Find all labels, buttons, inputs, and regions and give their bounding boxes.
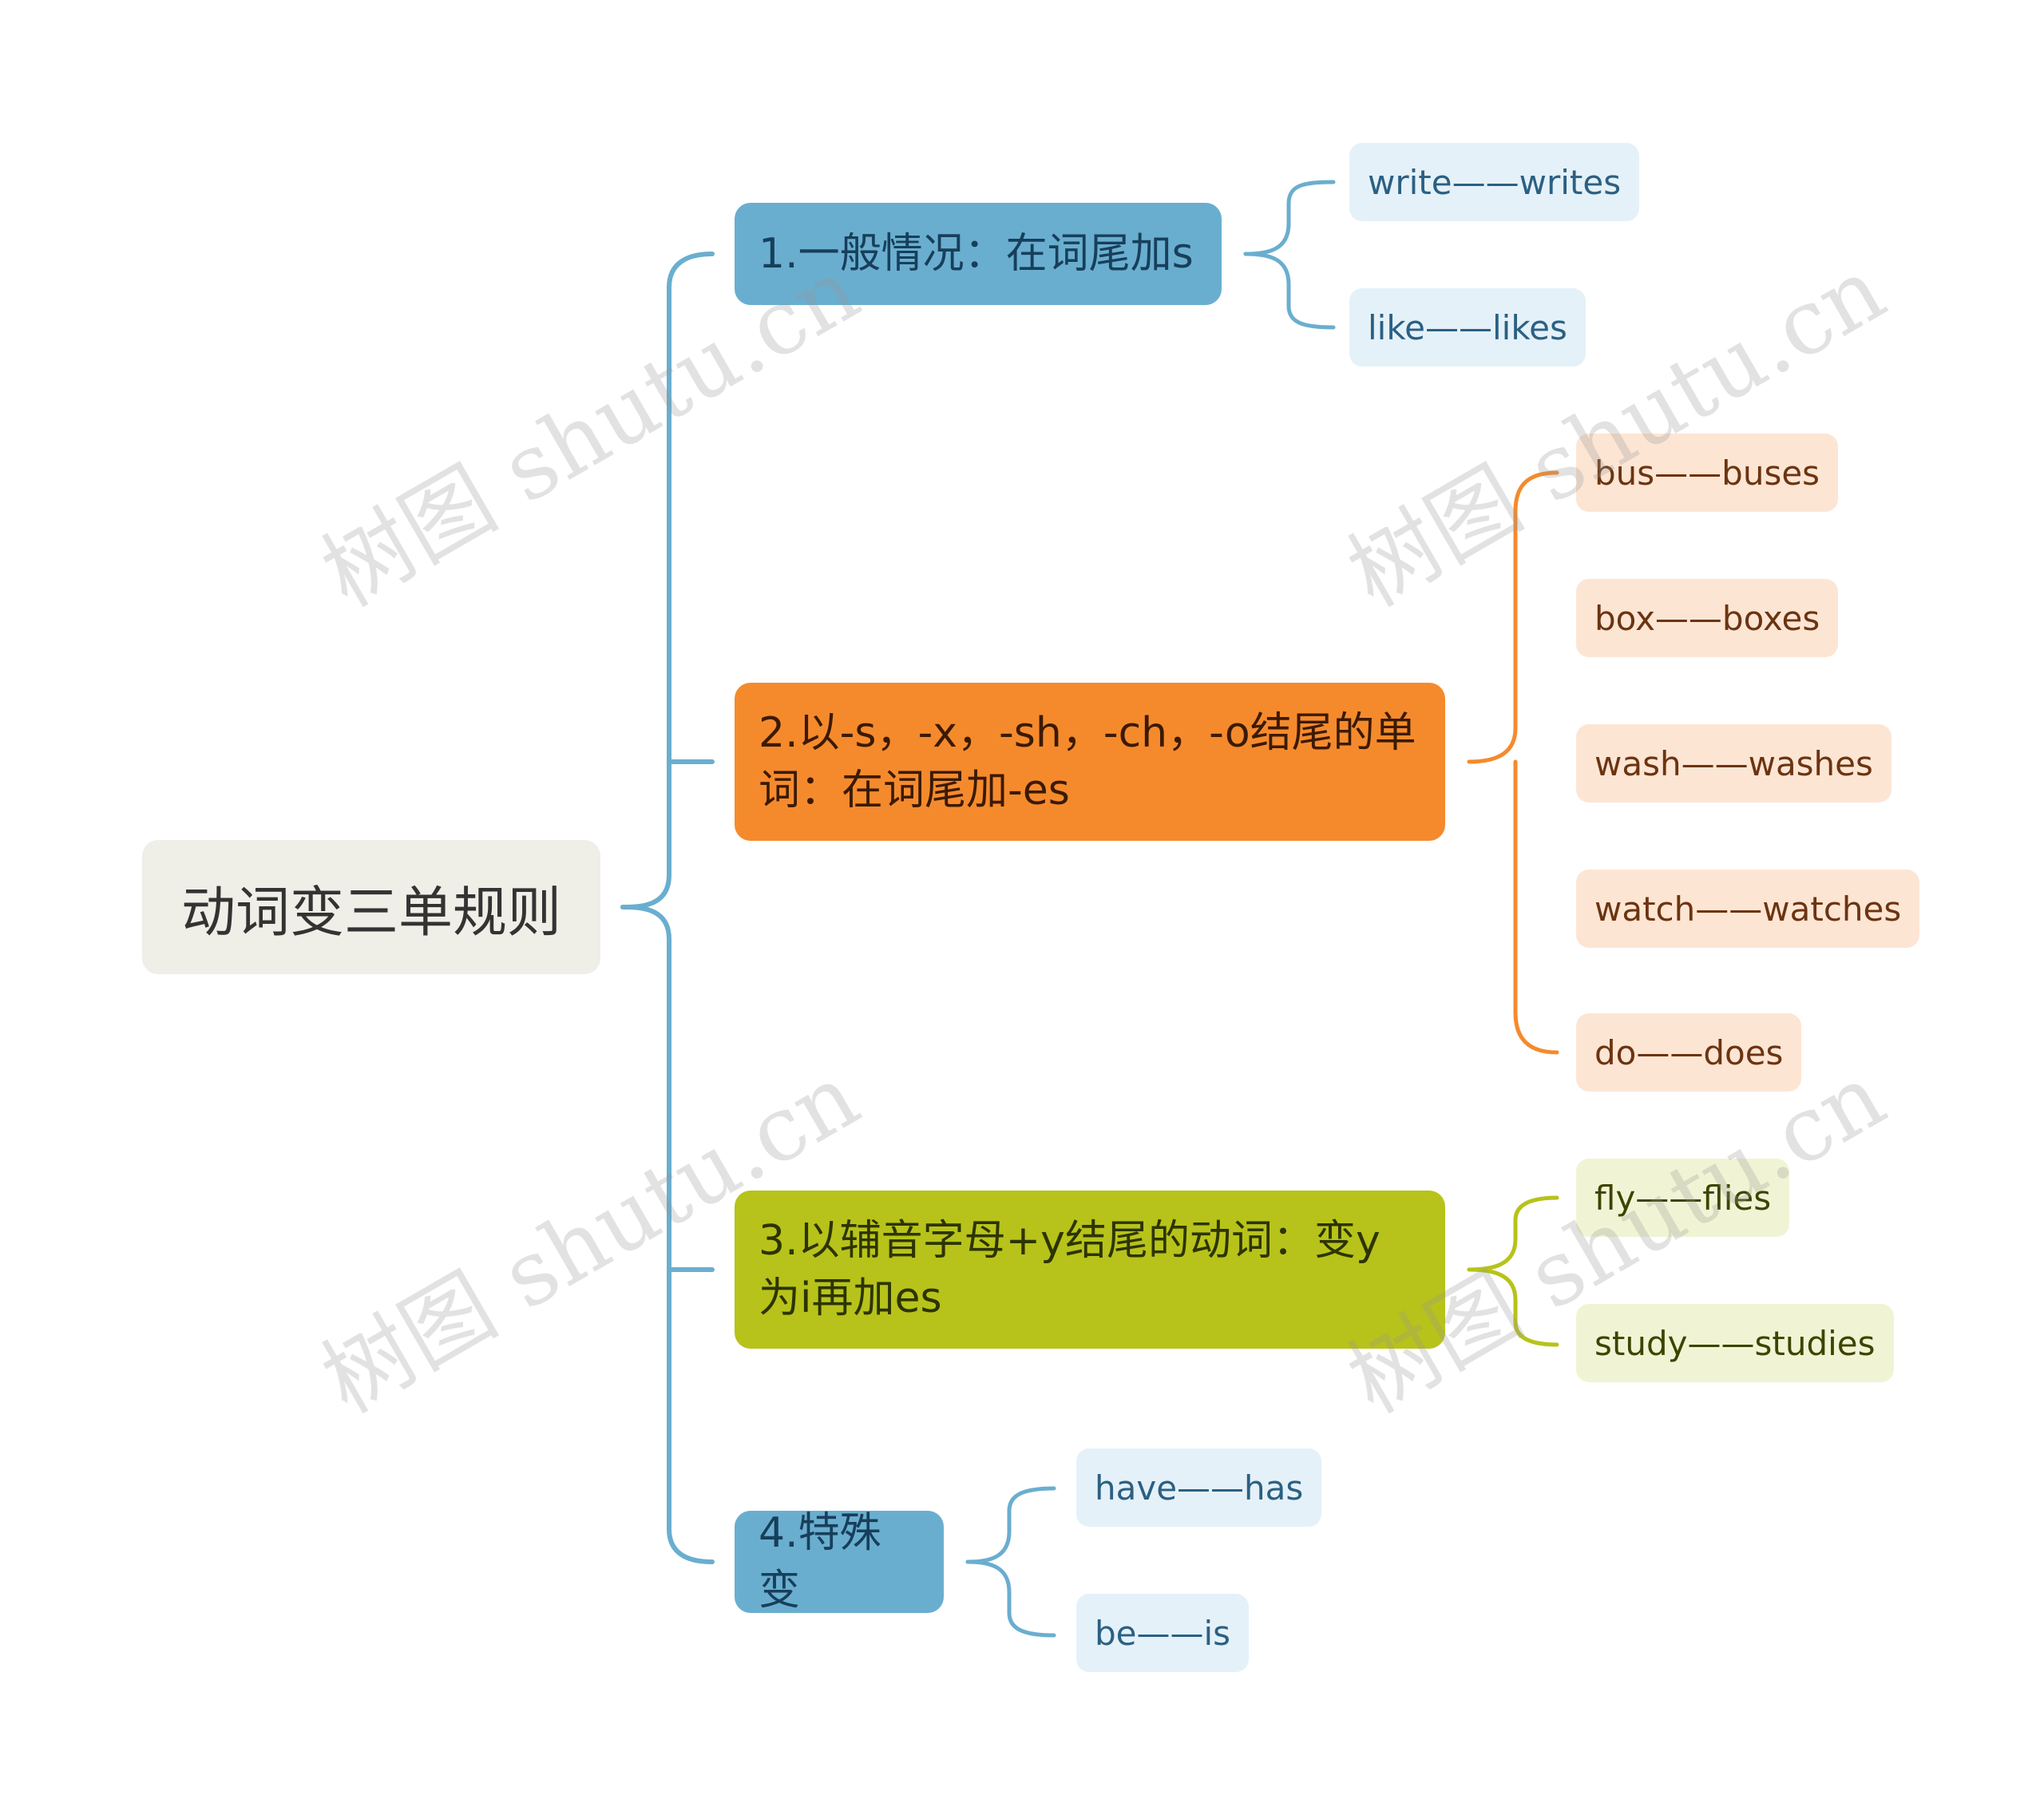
- connector-b3-leaf2: [1467, 1267, 1559, 1347]
- leaf-box[interactable]: box——boxes: [1576, 579, 1839, 657]
- leaf-wash[interactable]: wash——washes: [1576, 724, 1891, 802]
- branch-2-es-ending[interactable]: 2.以-s，-x，-sh，-ch，-o结尾的单词：在词尾加-es: [735, 683, 1445, 841]
- connector-b2-trunk: [1467, 470, 1559, 764]
- branch-1-general[interactable]: 1.一般情况：在词尾加s: [735, 203, 1222, 305]
- leaf-fly[interactable]: fly——flies: [1576, 1159, 1790, 1237]
- leaf-write[interactable]: write——writes: [1349, 143, 1640, 221]
- connector-root-b1: [620, 252, 715, 909]
- connector-b1-leaf1: [1243, 180, 1336, 256]
- leaf-bus[interactable]: bus——buses: [1576, 434, 1839, 512]
- branch-3-y-to-ies[interactable]: 3.以辅音字母+y结尾的动词：变y为i再加es: [735, 1191, 1445, 1349]
- leaf-do[interactable]: do——does: [1576, 1013, 1802, 1092]
- branch-4-special[interactable]: 4.特殊变: [735, 1509, 944, 1615]
- leaf-like[interactable]: like——likes: [1349, 288, 1586, 367]
- connector-b4-leaf1: [965, 1486, 1056, 1564]
- leaf-be[interactable]: be——is: [1076, 1594, 1250, 1672]
- connector-b1-leaf2: [1243, 252, 1336, 330]
- leaf-watch[interactable]: watch——watches: [1576, 870, 1920, 948]
- connector-b4-leaf2: [965, 1559, 1056, 1638]
- leaf-study[interactable]: study——studies: [1576, 1304, 1894, 1382]
- root-topic[interactable]: 动词变三单规则: [142, 840, 600, 974]
- leaf-have[interactable]: have——has: [1076, 1448, 1322, 1527]
- connector-root-b4: [620, 905, 715, 1564]
- connector-b3-leaf1: [1467, 1195, 1559, 1272]
